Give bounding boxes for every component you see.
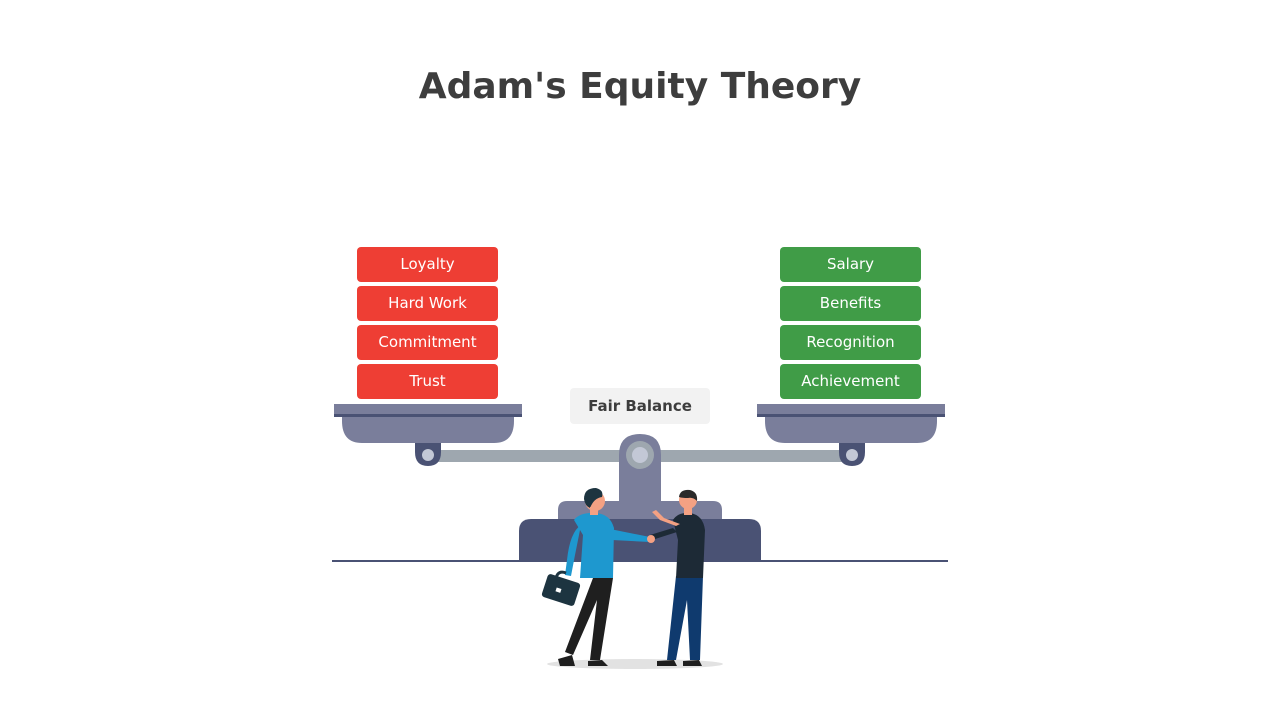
page-title: Adam's Equity Theory bbox=[418, 66, 862, 107]
handshake-illustration bbox=[541, 488, 723, 669]
briefcase-icon bbox=[541, 570, 581, 606]
outcome-block-recognition: Recognition bbox=[780, 325, 921, 360]
outcomes-stack: Salary Benefits Recognition Achievement bbox=[780, 247, 921, 403]
left-pan bbox=[334, 404, 522, 466]
inputs-stack: Loyalty Hard Work Commitment Trust bbox=[357, 247, 498, 403]
input-block-trust: Trust bbox=[357, 364, 498, 399]
outcome-block-achievement: Achievement bbox=[780, 364, 921, 399]
fair-balance-label: Fair Balance bbox=[570, 388, 710, 424]
right-pan bbox=[757, 404, 945, 466]
outcome-block-salary: Salary bbox=[780, 247, 921, 282]
outcome-block-benefits: Benefits bbox=[780, 286, 921, 321]
input-block-hard-work: Hard Work bbox=[357, 286, 498, 321]
input-block-commitment: Commitment bbox=[357, 325, 498, 360]
input-block-loyalty: Loyalty bbox=[357, 247, 498, 282]
